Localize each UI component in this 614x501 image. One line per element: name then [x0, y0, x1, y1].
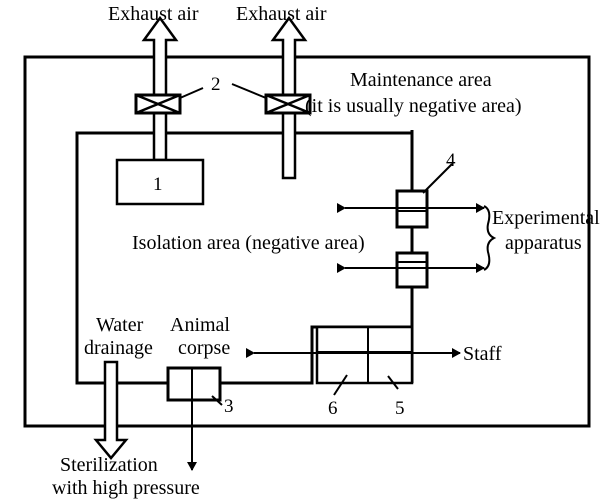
number-5: 5 [395, 398, 405, 419]
sterilization-label: Sterilization [60, 454, 158, 476]
pass-box-lower [395, 251, 429, 289]
safety-cabinet-box [115, 158, 205, 206]
staff-airlock [315, 325, 414, 385]
number-6: 6 [328, 398, 338, 419]
sterilization-sublabel: with high pressure [52, 477, 200, 499]
animal-corpse-label: Animal [170, 314, 230, 336]
corpse-pass-box [166, 366, 222, 402]
leader-4 [422, 163, 453, 194]
leader-2-left [179, 87, 204, 99]
water-drainage-sublabel: drainage [84, 337, 153, 359]
leader-6 [333, 374, 348, 396]
hepa-filter-left [134, 93, 182, 115]
water-drainage-label: Water [96, 314, 144, 336]
animal-corpse-sublabel: corpse [178, 337, 230, 359]
water-drainage-pipe [93, 360, 129, 460]
maintenance-area-sublabel: (it is usually negative area) [305, 95, 522, 117]
isolation-area-label: Isolation area (negative area) [132, 232, 365, 254]
leader-2-right [231, 83, 267, 99]
experimental-apparatus-sublabel: apparatus [505, 232, 582, 254]
leader-5 [387, 375, 399, 390]
exhaust-air-right-label: Exhaust air [236, 3, 327, 25]
exhaust-air-left-label: Exhaust air [108, 3, 199, 25]
apparatus-brace [483, 205, 497, 271]
number-3: 3 [224, 396, 234, 417]
experimental-apparatus-label: Experimental [492, 207, 600, 229]
number-2: 2 [211, 74, 221, 95]
maintenance-area-boundary [23, 55, 591, 428]
maintenance-area-label: Maintenance area [350, 69, 492, 91]
number-1: 1 [153, 174, 163, 195]
number-4: 4 [446, 150, 456, 171]
staff-label: Staff [463, 343, 502, 365]
hepa-filter-right [264, 93, 312, 115]
exhaust-duct-left [141, 15, 179, 162]
leader-3 [211, 395, 223, 406]
